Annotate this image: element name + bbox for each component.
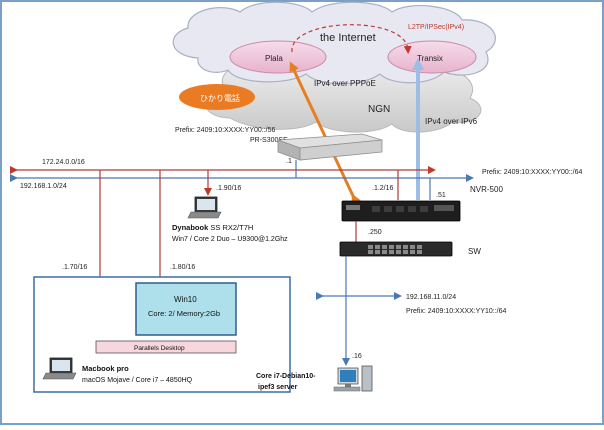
pppoe-label: IPv4 over PPPoE	[314, 79, 376, 88]
nvr-500-router: NVR-500	[341, 185, 503, 222]
server-name-1: Core i7-Debian10-	[256, 373, 316, 380]
ipv6-label: IPv4 over IPv6	[425, 117, 478, 126]
dynabook-name-line: Dynabook SS RX2/T7H	[172, 223, 253, 232]
server-name-2: ipef3 server	[258, 384, 298, 391]
lan-prefix-label: Prefix: 2409:10:XXXX:YY00::/64	[482, 169, 583, 176]
l2tp-label: L2TP/IPSec(IPv4)	[408, 24, 464, 31]
nvr-v4-addr: .1.2/16	[372, 185, 394, 192]
router-lan-addr: .1	[286, 158, 292, 165]
pr-model-label: PR-S300SE	[250, 137, 288, 144]
transix-node: Transix	[387, 40, 477, 74]
win10-title: Win10	[174, 295, 197, 304]
plala-node: Plala	[229, 40, 327, 74]
lan2-prefix-label: Prefix: 2409:10:XXXX:YY10::/64	[406, 308, 507, 315]
hikari-denwa-node: ひかり電話	[179, 84, 255, 110]
ngn-label: NGN	[368, 104, 390, 115]
dynabook-laptop: Dynabook SS RX2/T7H Win7 / Core 2 Duo – …	[172, 196, 288, 243]
win10-addr: .1.80/16	[170, 264, 195, 271]
nvr-v6-addr: .51	[436, 192, 446, 199]
macbook-spec: macOS Mojave / Core i7 – 4850HQ	[82, 377, 193, 384]
dynabook-addr: .1.90/16	[216, 185, 241, 192]
hikari-label: ひかり電話	[200, 93, 240, 103]
macbook-laptop: Macbook pro macOS Mojave / Core i7 – 485…	[42, 357, 193, 384]
dynabook-spec: Win7 / Core 2 Duo – U9300@1.2Ghz	[172, 236, 288, 243]
win10-vm: Win10 Core: 2/ Memory:2Gb	[135, 282, 237, 336]
transix-label: Transix	[417, 54, 443, 63]
lan-v4-lan-label: 192.168.1.0/24	[20, 183, 67, 190]
debian-server: Core i7-Debian10- ipef3 server	[256, 365, 373, 392]
pr-s300se-router: Prefix: 2409:10:XXXX:YY00::/56 PR-S300SE	[175, 127, 383, 161]
nvr-label: NVR-500	[470, 185, 503, 194]
win10-spec: Core: 2/ Memory:2Gb	[148, 309, 220, 318]
sw-label: SW	[468, 247, 481, 256]
plala-label: Plala	[265, 54, 283, 63]
parallels-bar: Parallels Desktop	[95, 340, 237, 354]
dynabook-name: Dynabook	[172, 223, 209, 232]
l2tp-tunnel: L2TP/IPSec(IPv4)	[291, 24, 464, 54]
parallels-label: Parallels Desktop	[134, 345, 185, 352]
sw-addr: .250	[368, 229, 382, 236]
server-addr: .16	[352, 353, 362, 360]
pr-prefix-label: Prefix: 2409:10:XXXX:YY00::/56	[175, 127, 276, 134]
mac-addr: .1.70/16	[62, 264, 87, 271]
lan-v4-wan-label: 172.24.0.0/16	[42, 159, 85, 166]
lan2-v4-label: 192.168.11.0/24	[406, 294, 456, 301]
sw-switch: SW	[339, 241, 481, 257]
internet-label: the Internet	[320, 32, 376, 44]
dynabook-model: SS RX2/T7H	[208, 223, 253, 232]
macbook-name: Macbook pro	[82, 364, 129, 373]
